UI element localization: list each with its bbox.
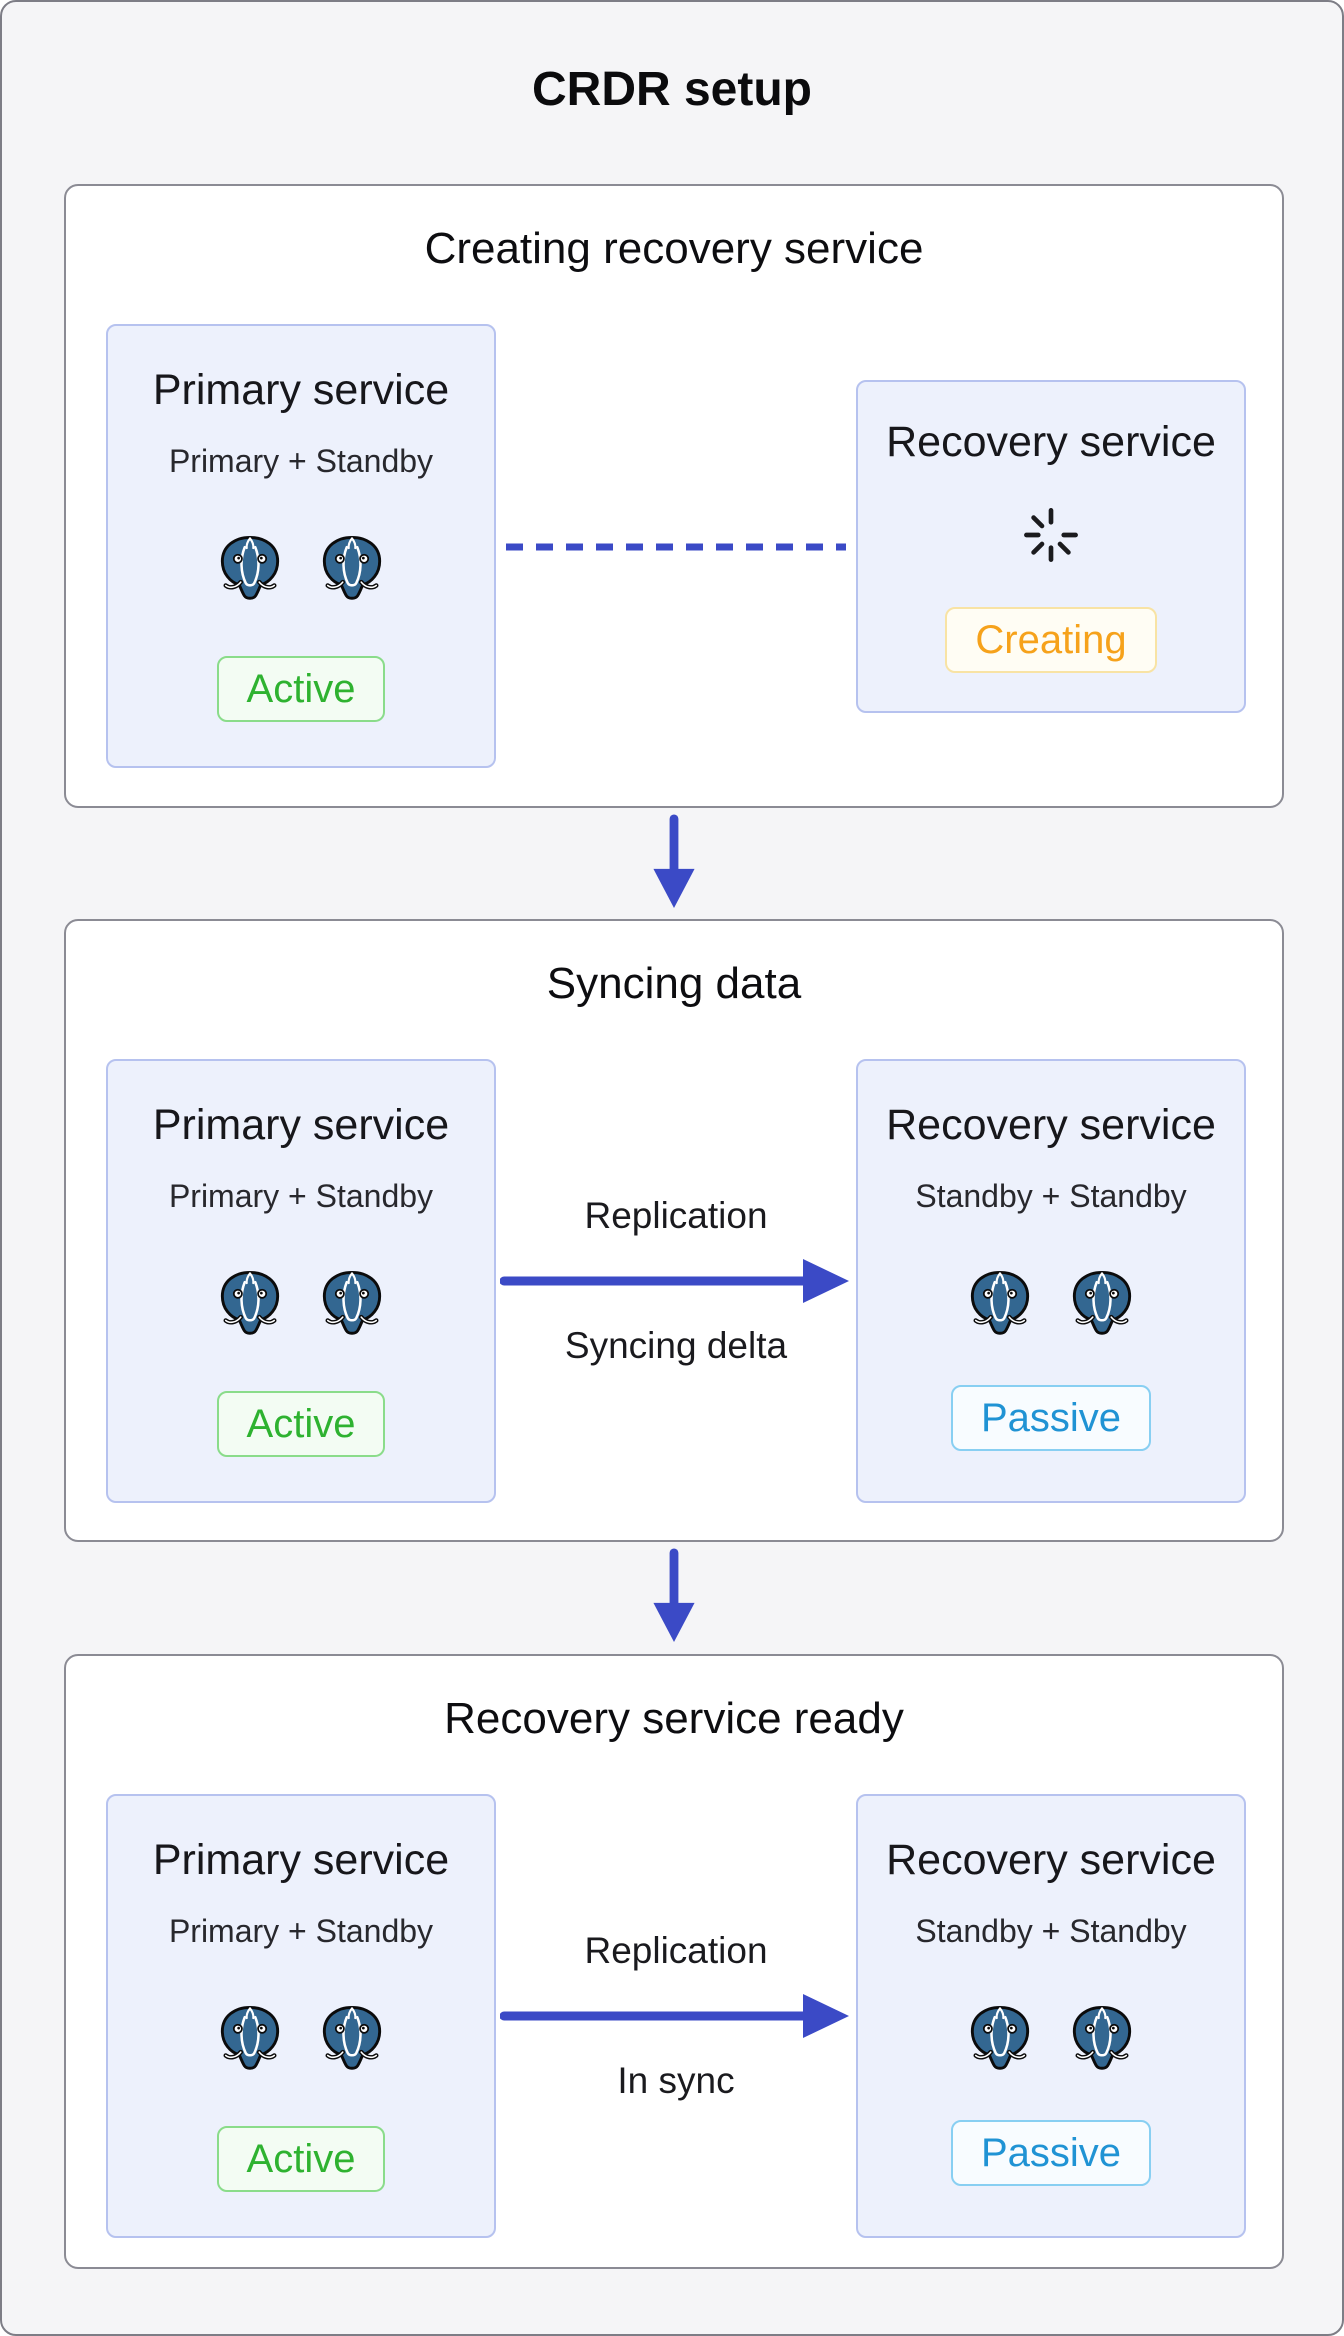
service-topology: Primary + Standby: [168, 1913, 434, 1949]
stage-title: Syncing data: [546, 959, 802, 1008]
service-name: Primary service: [152, 366, 450, 414]
status-badge-creating: Creating: [945, 607, 1157, 673]
stage-syncing-data: Syncing data Primary service Primary + S…: [64, 919, 1284, 1542]
postgresql-elephant-icon: [967, 2004, 1033, 2072]
connector-replication: Replication Syncing delta: [496, 1059, 856, 1503]
service-topology: Primary + Standby: [168, 1178, 434, 1214]
service-name: Recovery service: [886, 1836, 1216, 1884]
recovery-service-card: Recovery service Creating: [856, 380, 1246, 713]
postgres-instances: [967, 2004, 1135, 2072]
loading-spinner-icon: [1023, 507, 1079, 563]
arrow-right-icon: [500, 1986, 852, 2046]
replication-label: Replication: [584, 1930, 768, 1971]
postgresql-elephant-icon: [319, 1269, 385, 1337]
postgresql-elephant-icon: [967, 1269, 1033, 1337]
service-topology: Standby + Standby: [915, 1178, 1187, 1214]
sync-state-label: In sync: [617, 2060, 735, 2101]
postgres-instances: [217, 1269, 385, 1337]
status-badge-active: Active: [216, 1391, 386, 1457]
replication-label: Replication: [584, 1195, 768, 1236]
postgresql-elephant-icon: [217, 2004, 283, 2072]
stage-recovery-service-ready: Recovery service ready Primary service P…: [64, 1654, 1284, 2269]
arrow-down-icon: [651, 1548, 697, 1644]
recovery-service-card: Recovery service Standby + Standby Passi…: [856, 1059, 1246, 1503]
arrow-down-icon: [651, 814, 697, 910]
connector-replication: Replication In sync: [496, 1794, 856, 2238]
postgresql-elephant-icon: [1069, 1269, 1135, 1337]
stage-title: Recovery service ready: [444, 1694, 904, 1743]
service-name: Recovery service: [886, 1101, 1216, 1149]
postgres-instances: [217, 534, 385, 602]
primary-service-card: Primary service Primary + Standby Active: [106, 324, 496, 768]
page-title: CRDR setup: [531, 63, 812, 116]
service-topology: Standby + Standby: [915, 1913, 1187, 1949]
arrow-right-icon: [500, 1251, 852, 1311]
status-badge-active: Active: [216, 656, 386, 722]
status-badge-passive: Passive: [950, 1385, 1152, 1451]
primary-service-card: Primary service Primary + Standby Active: [106, 1794, 496, 2238]
connector-pending: [496, 380, 856, 713]
sync-state-label: Syncing delta: [564, 1325, 788, 1366]
postgresql-elephant-icon: [319, 2004, 385, 2072]
postgresql-elephant-icon: [319, 534, 385, 602]
status-badge-passive: Passive: [950, 2120, 1152, 2186]
service-topology: Primary + Standby: [168, 443, 434, 479]
postgresql-elephant-icon: [217, 1269, 283, 1337]
service-name: Primary service: [152, 1836, 450, 1884]
recovery-service-card: Recovery service Standby + Standby Passi…: [856, 1794, 1246, 2238]
stage-title: Creating recovery service: [424, 224, 924, 273]
service-name: Primary service: [152, 1101, 450, 1149]
dashed-connector-line: [504, 543, 848, 551]
postgresql-elephant-icon: [217, 534, 283, 602]
postgres-instances: [967, 1269, 1135, 1337]
postgres-instances: [217, 2004, 385, 2072]
service-name: Recovery service: [886, 418, 1216, 466]
primary-service-card: Primary service Primary + Standby Active: [106, 1059, 496, 1503]
stage-creating-recovery-service: Creating recovery service Primary servic…: [64, 184, 1284, 808]
status-badge-active: Active: [216, 2126, 386, 2192]
postgresql-elephant-icon: [1069, 2004, 1135, 2072]
